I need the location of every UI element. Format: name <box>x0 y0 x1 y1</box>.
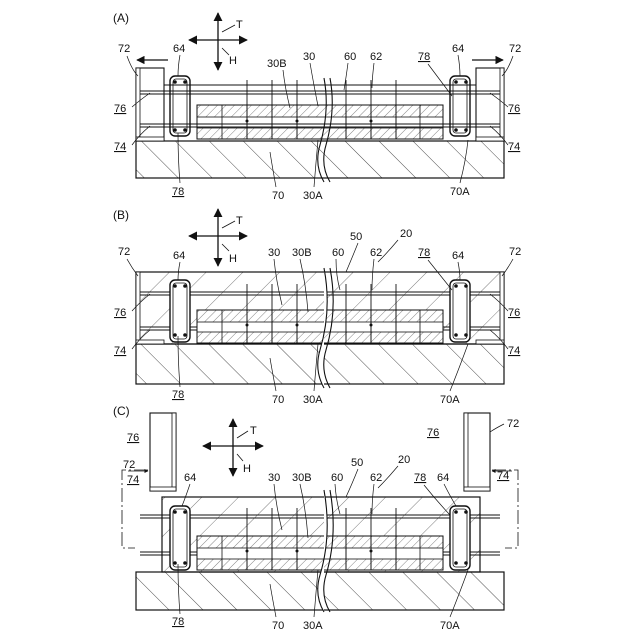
ref-64-left: 64 <box>173 43 185 55</box>
ref-72-left: 72 <box>123 459 135 471</box>
ref-70: 70 <box>272 620 284 632</box>
ref-72-left: 72 <box>118 43 130 55</box>
ref-64-left: 64 <box>184 472 196 484</box>
ref-62: 62 <box>370 247 382 259</box>
ref-74-right: 74 <box>508 345 520 357</box>
ref-70a: 70A <box>440 394 460 406</box>
ref-50: 50 <box>351 457 363 469</box>
ref-70: 70 <box>272 394 284 406</box>
ref-60: 60 <box>344 51 356 63</box>
ref-50: 50 <box>350 231 362 243</box>
ref-30: 30 <box>268 472 280 484</box>
panel-c: (C) T H <box>113 404 519 632</box>
ref-74-right: 74 <box>508 141 520 153</box>
ref-78-top: 78 <box>414 472 426 484</box>
ref-70a: 70A <box>450 186 470 198</box>
ref-64-right: 64 <box>452 43 464 55</box>
ref-76-left: 76 <box>114 103 126 115</box>
ref-72-left: 72 <box>118 246 130 258</box>
side-form-right <box>500 272 504 344</box>
ref-20: 20 <box>398 454 410 466</box>
ref-74-left: 74 <box>114 345 126 357</box>
ref-78-top: 78 <box>418 247 430 259</box>
axis-t-label: T <box>250 425 257 437</box>
axis-h-label: H <box>229 253 237 265</box>
ref-78-bottom: 78 <box>172 186 184 198</box>
ref-72-right: 72 <box>509 246 521 258</box>
ref-64-right: 64 <box>437 472 449 484</box>
side-form-left <box>136 272 140 344</box>
ref-62: 62 <box>370 472 382 484</box>
ref-78-top: 78 <box>418 51 430 63</box>
ref-20: 20 <box>400 228 412 240</box>
axis-h-label: H <box>243 463 251 475</box>
ref-30b: 30B <box>292 472 312 484</box>
ref-70a: 70A <box>440 620 460 632</box>
ref-70: 70 <box>272 190 284 202</box>
ref-78-bottom: 78 <box>172 616 184 628</box>
panel-b: (B) T H <box>113 208 521 406</box>
ref-30a: 30A <box>303 190 323 202</box>
axis-t-label: T <box>236 215 243 227</box>
ref-30a: 30A <box>303 394 323 406</box>
side-form-right-removed <box>464 413 490 491</box>
axis-h-label: H <box>229 55 237 67</box>
ref-64-right: 64 <box>452 250 464 262</box>
panel-a: (A) T H <box>113 11 521 202</box>
ref-78-bottom: 78 <box>172 389 184 401</box>
ref-72-right: 72 <box>507 418 519 430</box>
side-form-left-removed <box>150 413 176 491</box>
ref-76-right: 76 <box>427 427 439 439</box>
ref-76-left: 76 <box>127 432 139 444</box>
ref-76-right: 76 <box>508 307 520 319</box>
panel-label: (B) <box>113 208 129 222</box>
ref-60: 60 <box>331 472 343 484</box>
ref-64-left: 64 <box>173 250 185 262</box>
ref-74-left: 74 <box>127 474 139 486</box>
ref-74-right: 74 <box>497 470 509 482</box>
ref-76-left: 76 <box>114 307 126 319</box>
ref-30b: 30B <box>292 247 312 259</box>
ref-60: 60 <box>332 247 344 259</box>
panel-label: (C) <box>113 404 130 418</box>
panel-label: (A) <box>113 11 129 25</box>
ref-30a: 30A <box>303 620 323 632</box>
ref-76-right: 76 <box>508 103 520 115</box>
axis-t-label: T <box>236 19 243 31</box>
ref-30: 30 <box>303 51 315 63</box>
ref-62: 62 <box>370 51 382 63</box>
ref-72-right: 72 <box>509 43 521 55</box>
ref-30: 30 <box>268 247 280 259</box>
ref-30b: 30B <box>267 58 287 70</box>
ref-74-left: 74 <box>114 141 126 153</box>
